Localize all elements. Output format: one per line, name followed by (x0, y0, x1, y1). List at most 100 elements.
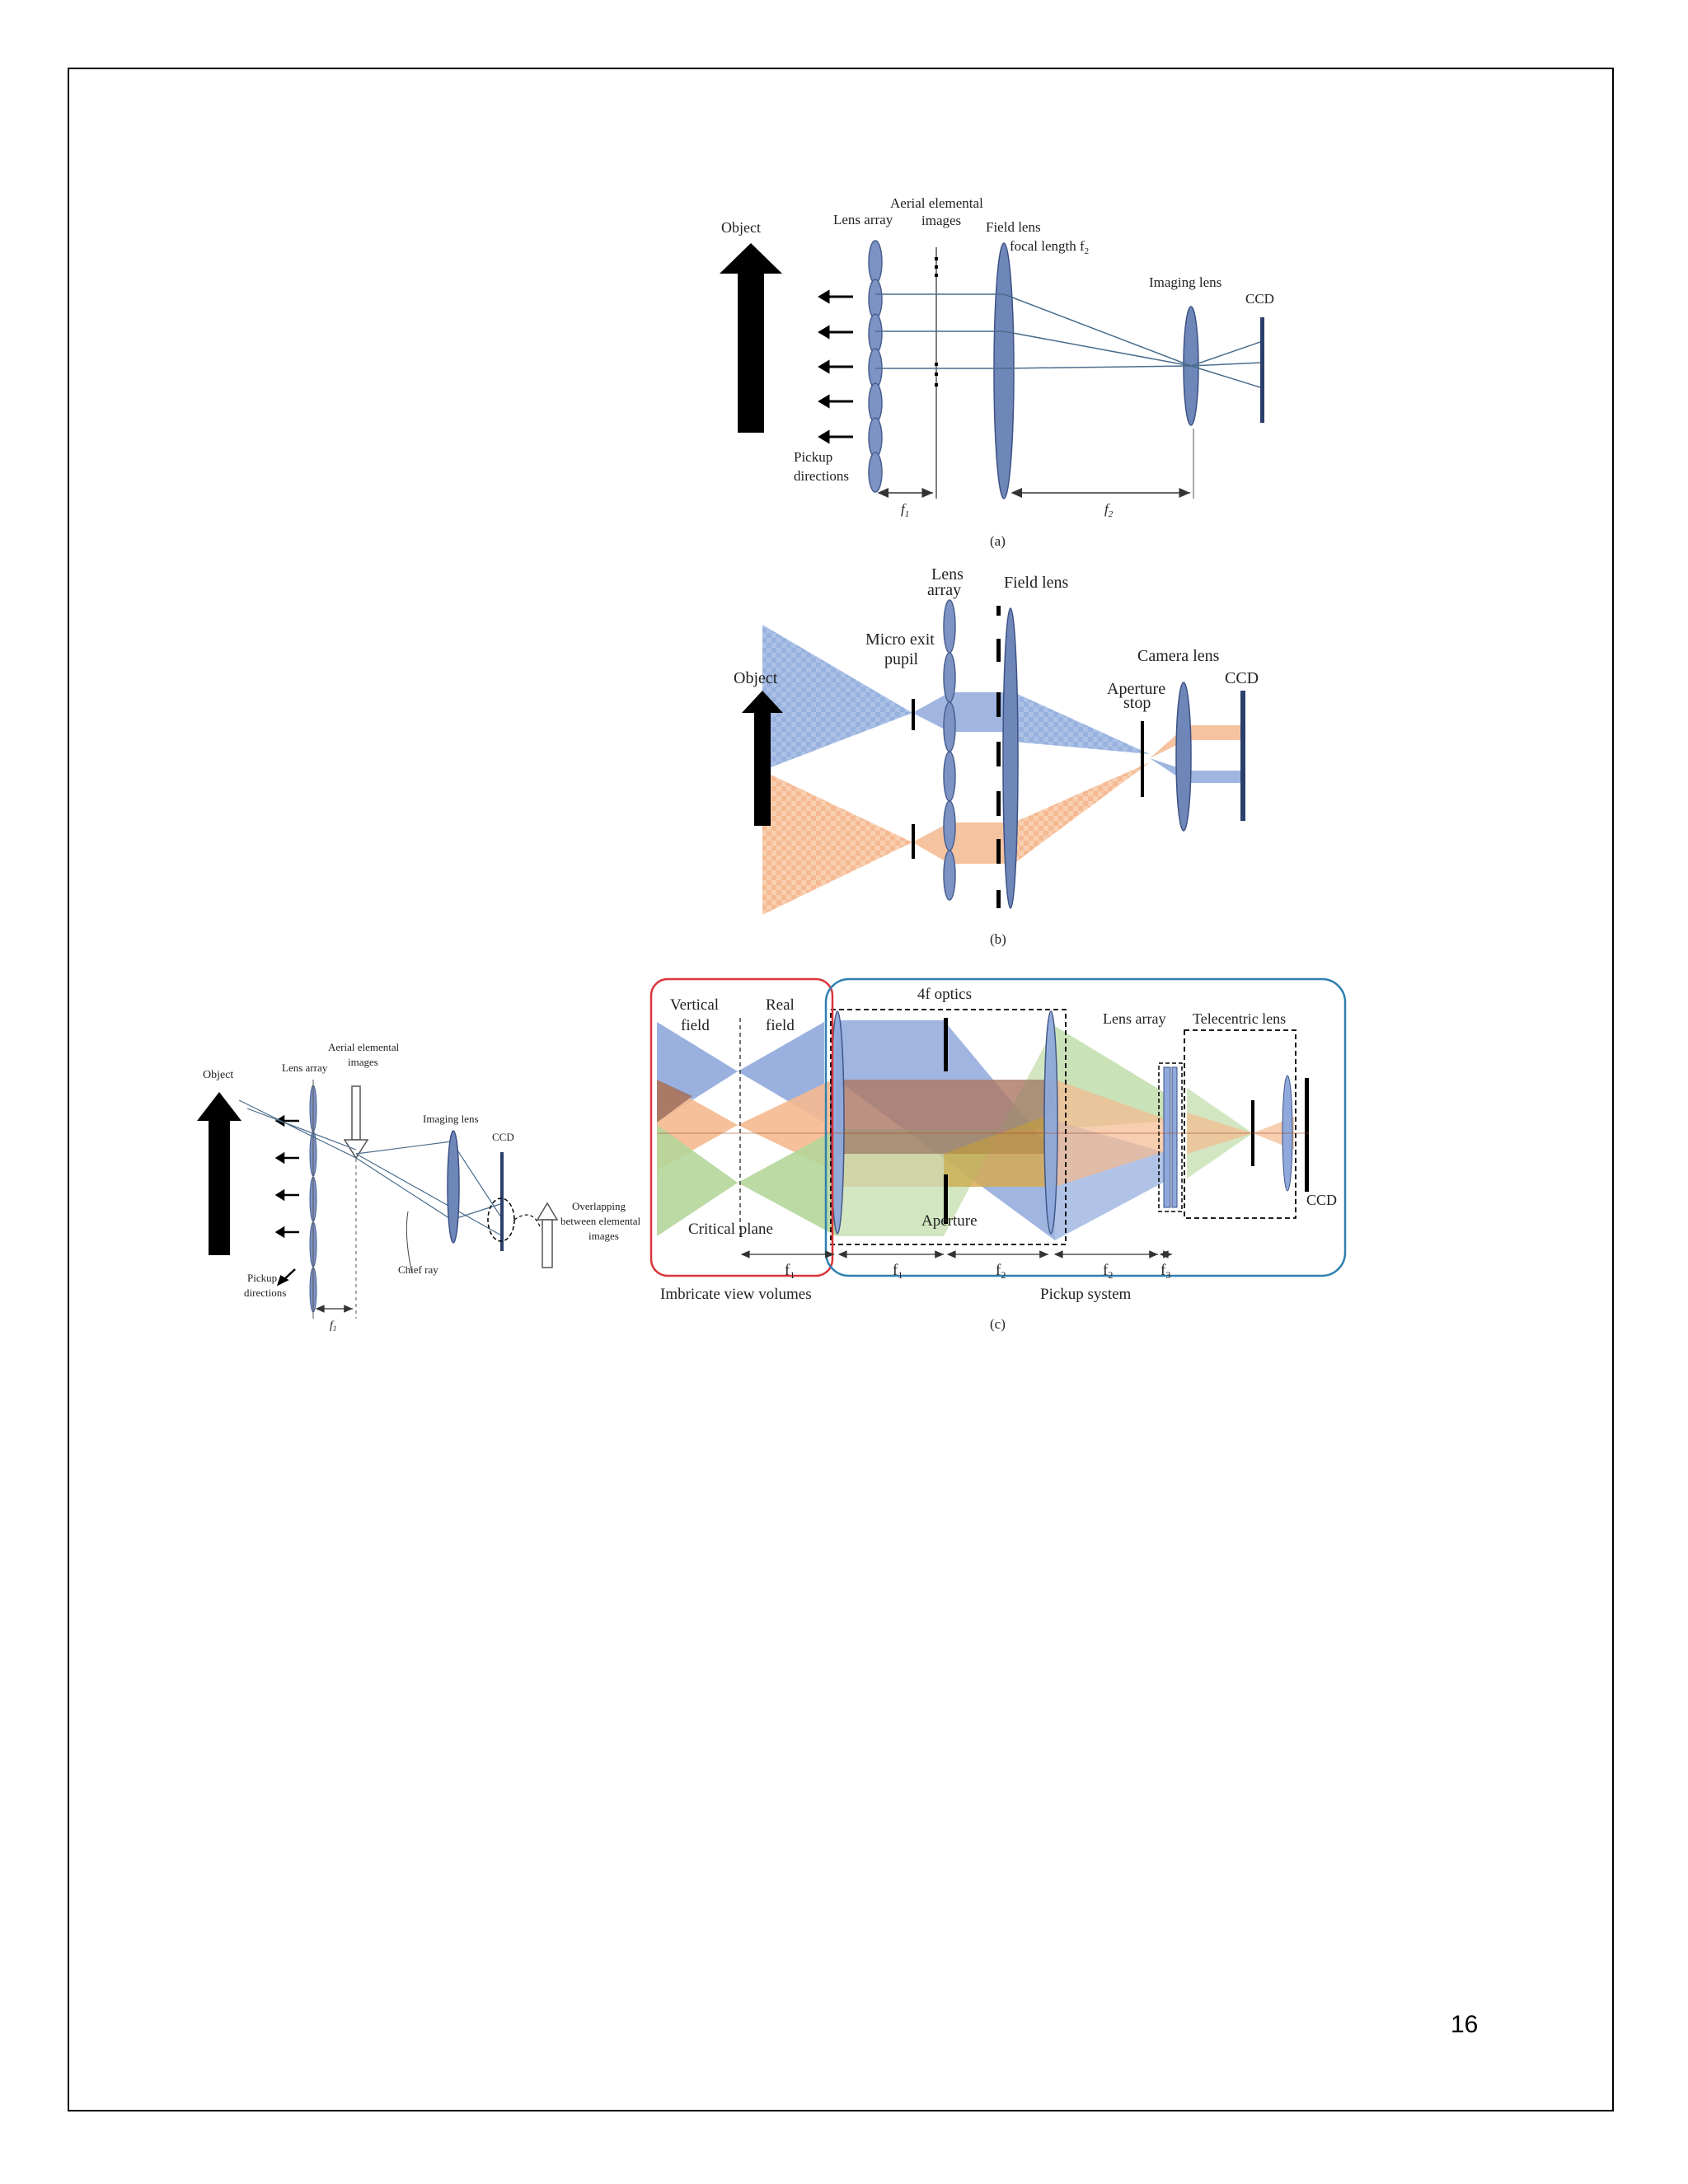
dim-f1-c-left-label: f1 (330, 1319, 336, 1333)
field-lens-b (1002, 607, 1019, 909)
dim-f1-a-label: f1 (901, 501, 909, 519)
orange-band-ccd (1150, 725, 1240, 758)
ccd-c-right-label: CCD (1306, 1192, 1337, 1208)
vertical-field-label-2: field (681, 1017, 710, 1034)
imbricate-box (649, 977, 834, 1277)
4f-overlap-gold (944, 1113, 1055, 1187)
micro-exit-label-1: Micro exit (865, 630, 935, 649)
camera-lens-b (1175, 682, 1192, 832)
field-lens-label: Field lens (986, 219, 1041, 235)
figure-c-right: Vertical field Real field Critical plane… (649, 977, 1347, 1332)
pickup-system-box (824, 977, 1347, 1277)
pickup-system-label: Pickup system (1040, 1286, 1132, 1303)
overlap-label-2: between elemental (560, 1215, 640, 1227)
real-field-label-1: Real (766, 996, 795, 1014)
figure-c-left: Object (197, 1041, 640, 1333)
object-c-label: Object (203, 1069, 233, 1081)
orange-fan-left (762, 771, 912, 915)
aerial-label-1: Aerial elemental (890, 195, 983, 211)
blue-fan-right (1004, 692, 1150, 754)
dim-label-1: f1 (893, 1262, 903, 1281)
telecentric-label: Telecentric lens (1193, 1010, 1286, 1027)
orange-band-mid (912, 823, 1004, 864)
focal-length-label: focal length f2 (1010, 238, 1089, 256)
lens-array-b-label-2: array (927, 581, 961, 599)
blue-band-ccd (1150, 758, 1240, 783)
object-arrow-c-icon (197, 1092, 241, 1255)
orange-fan-right (1004, 762, 1150, 864)
aerial-image-dots (935, 257, 938, 387)
lens-array-b (943, 599, 956, 901)
ccd-b-label: CCD (1225, 669, 1259, 687)
real-field-label-2: field (766, 1017, 795, 1034)
lens-array-c-right-label: Lens array (1103, 1010, 1165, 1027)
aerial-image-arrow-icon (343, 1085, 369, 1160)
vertical-field-label-1: Vertical (670, 996, 719, 1014)
caption-c: (c) (990, 1316, 1006, 1332)
micro-exit-pupil-top (912, 699, 915, 730)
aperture-stop-label-2: stop (1123, 694, 1151, 712)
dim-f2-a-label: f2 (1104, 501, 1114, 519)
imaging-lens-label: Imaging lens (1149, 274, 1221, 290)
dim-f1-critical-label: f1 (785, 1262, 795, 1281)
ccd-b (1240, 691, 1245, 821)
4f-dashed-box (830, 1009, 1067, 1245)
4f-optics-label: 4f optics (917, 986, 972, 1003)
telecentric-dashed-box (1184, 1029, 1296, 1219)
overlap-label-1: Overlapping (572, 1200, 626, 1212)
object-arrow-b-icon (742, 691, 783, 826)
overlap-pointer (513, 1214, 541, 1227)
field-lens-b-label: Field lens (1004, 574, 1069, 592)
object-b-label: Object (734, 669, 778, 687)
page-number: 16 (1451, 2011, 1479, 2038)
ccd-a (1260, 317, 1264, 423)
lens-array-c-left-label: Lens array (282, 1062, 328, 1074)
critical-plane-label: Critical plane (688, 1221, 773, 1238)
aerial-c-label-2: images (348, 1056, 378, 1068)
ccd-c-left (500, 1152, 504, 1251)
lens-array-a (868, 240, 883, 493)
aperture-stop-label-1: Aperture (1107, 680, 1165, 698)
imaging-lens-c-label: Imaging lens (423, 1113, 479, 1125)
lens-array-label: Lens array (833, 212, 893, 227)
ivv-overlap (657, 1080, 692, 1122)
caption-a: (a) (990, 533, 1006, 549)
chief-ray-pointer (406, 1211, 413, 1274)
lens-array-b-label-1: Lens (931, 565, 964, 583)
aperture-label: Aperture (921, 1212, 978, 1230)
camera-lens-label: Camera lens (1137, 647, 1220, 665)
pickup-c-label-1: Pickup (247, 1272, 277, 1284)
ivv-green-2 (738, 1129, 837, 1236)
dim-label-2: f2 (996, 1262, 1006, 1281)
aperture-top (944, 1018, 948, 1071)
dim-label-4: f3 (1160, 1262, 1170, 1281)
rays-c-left (238, 1099, 504, 1237)
4f-lens-2 (1043, 1010, 1058, 1235)
imaging-lens-c (447, 1130, 460, 1244)
figure-a: Object (720, 195, 1274, 549)
micro-exit-pupil-bottom (912, 824, 915, 859)
object-label: Object (721, 219, 761, 236)
imbricate-label: Imbricate view volumes (660, 1286, 812, 1303)
aerial-label-2: images (921, 213, 961, 228)
pickup-arrows-c-icon (274, 1114, 299, 1286)
blue-band-mid (912, 692, 1004, 732)
rays-a (875, 293, 1261, 388)
field-lens-a (993, 242, 1015, 499)
page-frame (68, 68, 1614, 2111)
overlap-label-3: images (588, 1230, 619, 1242)
dim-label-3: f2 (1103, 1262, 1113, 1281)
overlap-arrow-icon (536, 1202, 559, 1268)
blue-fan-left (762, 625, 912, 771)
ccd-c-right (1305, 1078, 1309, 1192)
object-arrow-icon (720, 243, 782, 433)
aerial-c-label-1: Aerial elemental (328, 1041, 400, 1053)
caption-b: (b) (990, 931, 1006, 947)
ccd-c-left-label: CCD (492, 1131, 514, 1143)
micro-exit-label-2: pupil (884, 650, 919, 668)
pickup-label-2: directions (794, 468, 849, 484)
aperture-bottom (944, 1174, 948, 1224)
figure-b: Lens array Field lens Micro exit pupil O… (734, 565, 1259, 947)
pickup-direction-arrows-icon (818, 289, 853, 444)
